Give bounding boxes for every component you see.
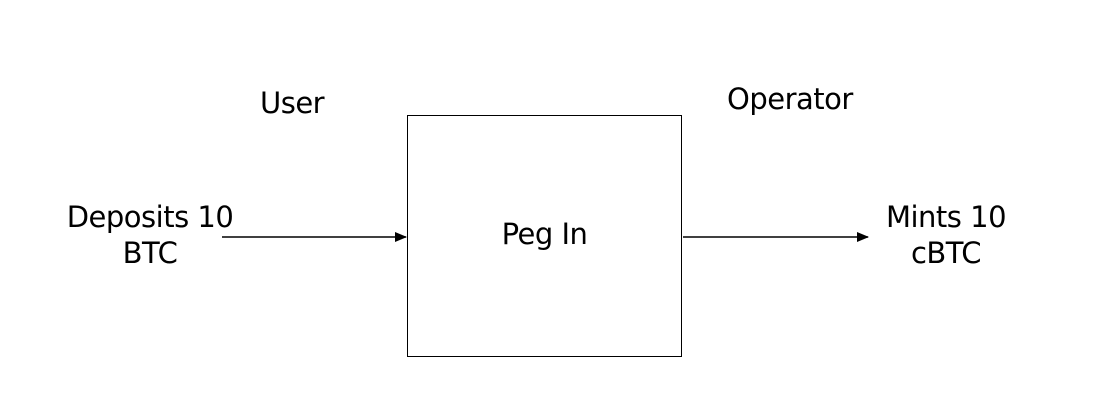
input-label-line-2: BTC — [122, 236, 178, 270]
peg-in-process-box: Peg In — [407, 115, 682, 357]
user-role-label: User — [260, 86, 325, 120]
input-label: Deposits 10 BTC — [50, 199, 250, 271]
output-label-line-2: cBTC — [910, 236, 982, 270]
output-label-line-1: Mints 10 — [885, 200, 1007, 234]
process-label: Peg In — [501, 217, 588, 251]
input-label-line-1: Deposits 10 — [66, 200, 234, 234]
output-label: Mints 10 cBTC — [846, 199, 1046, 271]
operator-role-label: Operator — [727, 82, 853, 116]
